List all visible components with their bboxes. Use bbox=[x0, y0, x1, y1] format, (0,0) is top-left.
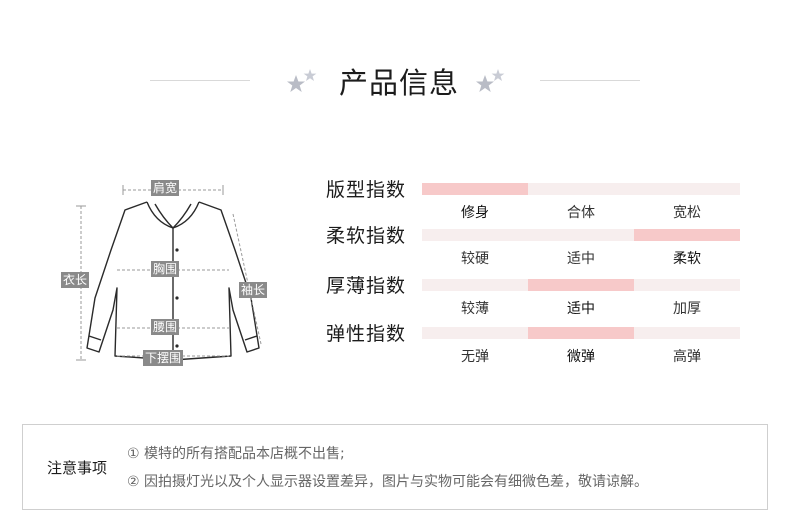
star-icon bbox=[471, 66, 505, 96]
notes-line: ① 模特的所有搭配品本店概不出售; bbox=[127, 446, 345, 462]
index-row-elasticity: 弹性指数 无弹 微弹 高弹 bbox=[326, 319, 746, 365]
index-title: 厚薄指数 bbox=[326, 275, 407, 297]
index-option: 高弹 bbox=[673, 349, 701, 365]
index-bar bbox=[422, 183, 740, 195]
notes-line: ② 因拍摄灯光以及个人显示器设置差异，图片与实物可能会有细微色差，敬请谅解。 bbox=[127, 474, 648, 490]
index-title: 弹性指数 bbox=[326, 323, 407, 345]
index-segment-selected bbox=[422, 183, 528, 195]
index-segment bbox=[422, 229, 528, 241]
index-bar bbox=[422, 327, 740, 339]
header-divider-left bbox=[150, 80, 250, 81]
index-segment-selected bbox=[634, 229, 740, 241]
notes-title: 注意事项 bbox=[47, 459, 108, 477]
notes-box: 注意事项 ① 模特的所有搭配品本店概不出售; ② 因拍摄灯光以及个人显示器设置差… bbox=[22, 424, 768, 510]
index-option: 适中 bbox=[567, 301, 595, 317]
index-segment bbox=[634, 327, 740, 339]
index-segment bbox=[422, 279, 528, 291]
star-icon bbox=[286, 66, 320, 96]
index-option: 加厚 bbox=[673, 301, 701, 317]
label-waist: 腰围 bbox=[151, 319, 180, 335]
index-option: 合体 bbox=[567, 205, 595, 221]
label-length: 衣长 bbox=[61, 272, 90, 288]
section-header: 产品信息 bbox=[0, 52, 790, 112]
index-option: 较薄 bbox=[461, 301, 489, 317]
index-option: 柔软 bbox=[673, 251, 701, 267]
index-row-thickness: 厚薄指数 较薄 适中 加厚 bbox=[326, 271, 746, 317]
index-title: 版型指数 bbox=[326, 179, 407, 201]
label-hem: 下摆围 bbox=[143, 350, 184, 366]
label-chest: 胸围 bbox=[151, 261, 180, 277]
garment-measurement-diagram: 肩宽 胸围 腰围 下摆围 衣长 袖长 bbox=[55, 170, 285, 375]
header-divider-right bbox=[540, 80, 640, 81]
index-segment-selected bbox=[528, 279, 634, 291]
label-shoulder-width: 肩宽 bbox=[151, 180, 180, 196]
index-segment bbox=[528, 183, 634, 195]
index-row-softness: 柔软指数 较硬 适中 柔软 bbox=[326, 221, 746, 267]
index-option: 适中 bbox=[567, 251, 595, 267]
index-row-fit: 版型指数 修身 合体 宽松 bbox=[326, 175, 746, 221]
index-segment-selected bbox=[528, 327, 634, 339]
index-segment bbox=[634, 183, 740, 195]
index-segment bbox=[528, 229, 634, 241]
index-option: 宽松 bbox=[673, 205, 701, 221]
page-title: 产品信息 bbox=[338, 66, 459, 100]
index-segment bbox=[634, 279, 740, 291]
index-bar bbox=[422, 229, 740, 241]
index-option: 修身 bbox=[461, 205, 489, 221]
index-option: 无弹 bbox=[461, 349, 489, 365]
label-sleeve: 袖长 bbox=[239, 282, 268, 298]
index-title: 柔软指数 bbox=[326, 225, 407, 247]
index-segment bbox=[422, 327, 528, 339]
index-bar bbox=[422, 279, 740, 291]
index-option: 微弹 bbox=[567, 349, 595, 365]
index-option: 较硬 bbox=[461, 251, 489, 267]
